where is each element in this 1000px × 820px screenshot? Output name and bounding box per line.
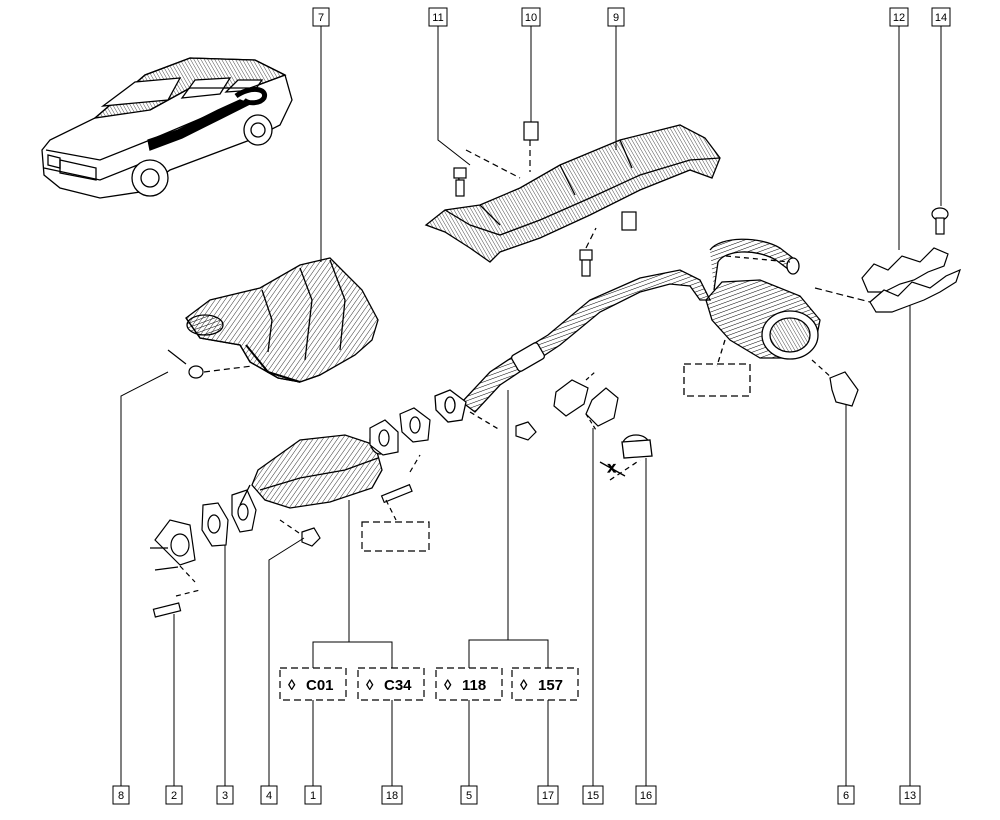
- rubber-mount: [553, 371, 619, 431]
- code-box-118: ◊ 118: [435, 667, 503, 701]
- silencer-brackets: [814, 207, 961, 313]
- callout-label-5: 5: [466, 790, 472, 802]
- rear-hanger: [811, 359, 859, 407]
- intermediate-pipe: [434, 269, 712, 431]
- front-heat-shield: [185, 257, 379, 383]
- part-codes: ◊ C01 ◊ C34 ◊ 118 ◊ 157: [279, 667, 579, 701]
- callout-label-18: 18: [386, 790, 398, 802]
- callout-6: 6: [837, 785, 855, 805]
- callout-4: 4: [260, 785, 278, 805]
- code-box-c01: ◊ C01: [279, 667, 347, 701]
- callout-label-12: 12: [893, 12, 905, 24]
- code-box-157: ◊ 157: [511, 667, 579, 701]
- callout-10: 10: [521, 7, 541, 27]
- callout-7: 7: [312, 7, 330, 27]
- callout-leaders: [120, 26, 942, 786]
- tunnel-shield-fasteners: [453, 121, 637, 277]
- callout-label-1: 1: [310, 790, 316, 802]
- heat-shield-bolt: [167, 349, 253, 379]
- diamond-icon: ◊: [520, 677, 528, 694]
- callout-label-14: 14: [935, 12, 947, 24]
- exhaust-clamp: X: [599, 434, 653, 481]
- callout-5: 5: [460, 785, 478, 805]
- callout-16: 16: [635, 785, 657, 805]
- callout-label-15: 15: [587, 790, 599, 802]
- code-label: C34: [384, 677, 412, 694]
- callout-label-17: 17: [542, 790, 554, 802]
- callout-13: 13: [899, 785, 921, 805]
- tunnel-heat-shield: [424, 124, 721, 263]
- rear-silencer: [683, 238, 821, 397]
- diamond-icon: ◊: [288, 677, 296, 694]
- catalytic-converter: [239, 425, 391, 509]
- callout-label-6: 6: [843, 790, 849, 802]
- callout-label-9: 9: [613, 12, 619, 24]
- gasket: [201, 489, 257, 547]
- nut: [279, 519, 321, 547]
- callout-18: 18: [381, 785, 403, 805]
- bottom-callouts: 8 2 3 4 1 18 5 17: [112, 785, 921, 805]
- code-box-c34: ◊ C34: [357, 667, 425, 701]
- code-label: 118: [462, 677, 486, 694]
- callout-14: 14: [931, 7, 951, 27]
- callout-label-16: 16: [640, 790, 652, 802]
- callout-label-13: 13: [904, 790, 916, 802]
- callout-label-3: 3: [222, 790, 228, 802]
- converter-flange: [369, 407, 431, 456]
- callout-label-2: 2: [171, 790, 177, 802]
- callout-15: 15: [582, 785, 604, 805]
- code-label: 157: [538, 677, 563, 694]
- callout-label-4: 4: [266, 790, 272, 802]
- callout-2: 2: [165, 785, 183, 805]
- front-pipe-flange: [150, 519, 201, 618]
- callout-8: 8: [112, 785, 130, 805]
- callout-label-7: 7: [318, 12, 324, 24]
- callout-label-11: 11: [432, 12, 443, 24]
- callout-12: 12: [889, 7, 909, 27]
- callout-label-10: 10: [525, 12, 537, 24]
- clamp-mark: X: [608, 463, 616, 475]
- callout-11: 11: [428, 7, 448, 27]
- car-illustration: [41, 57, 293, 199]
- callout-label-8: 8: [118, 790, 124, 802]
- callout-3: 3: [216, 785, 234, 805]
- top-callouts: 7 11 10 9 12 14: [312, 7, 951, 27]
- converter-bolt: [361, 454, 430, 552]
- pipe-nut: [515, 421, 537, 441]
- diamond-icon: ◊: [444, 677, 452, 694]
- callout-9: 9: [607, 7, 625, 27]
- diamond-icon: ◊: [366, 677, 374, 694]
- code-label: C01: [306, 677, 334, 694]
- callout-17: 17: [537, 785, 559, 805]
- callout-1: 1: [304, 785, 322, 805]
